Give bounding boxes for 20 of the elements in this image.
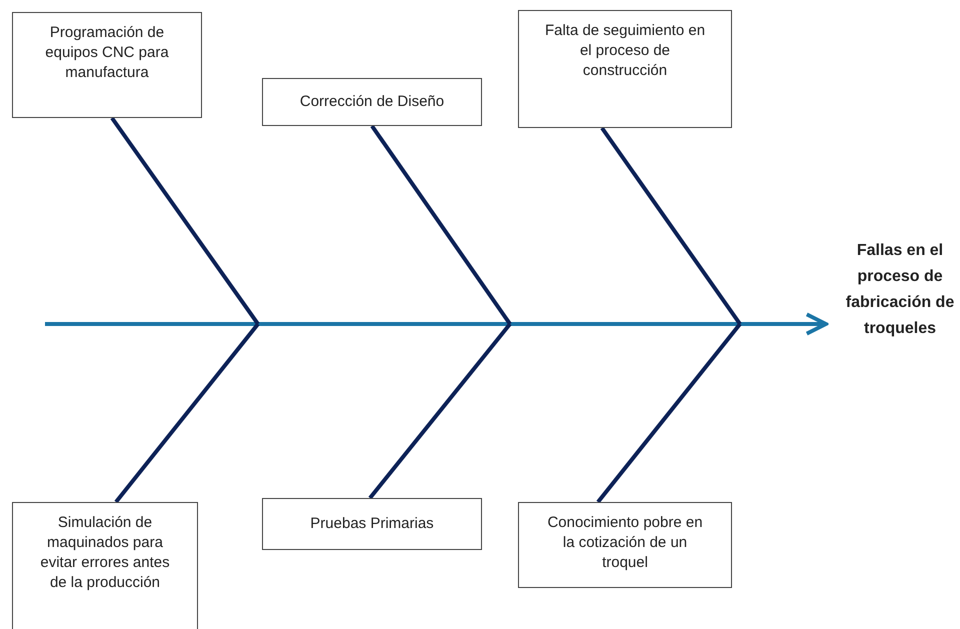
bone-line xyxy=(600,126,742,326)
bone-line xyxy=(370,124,512,326)
cause-text: Falta de seguimiento en el proceso de construcción xyxy=(544,21,706,81)
cause-text: Corrección de Diseño xyxy=(300,92,444,112)
bone-line xyxy=(110,116,260,326)
cause-text: Simulación de maquinados para evitar errores antes de la producción xyxy=(39,513,171,593)
cause-box xyxy=(12,502,198,629)
cause-box xyxy=(262,498,482,550)
bone-line xyxy=(596,322,742,504)
bone-line xyxy=(368,322,512,500)
cause-text: Pruebas Primarias xyxy=(310,514,434,534)
cause-box xyxy=(518,502,732,588)
effect-label: Fallas en el proceso de fabricación de troqueles xyxy=(840,238,960,342)
cause-box xyxy=(518,10,732,128)
cause-text: Conocimiento pobre en la cotización de un troquel xyxy=(546,513,704,573)
cause-box xyxy=(12,12,202,118)
bone-line xyxy=(114,322,260,504)
cause-box xyxy=(262,78,482,126)
spine-arrow xyxy=(45,312,828,336)
cause-text: Programación de equipos CNC para manufactura xyxy=(44,23,170,83)
